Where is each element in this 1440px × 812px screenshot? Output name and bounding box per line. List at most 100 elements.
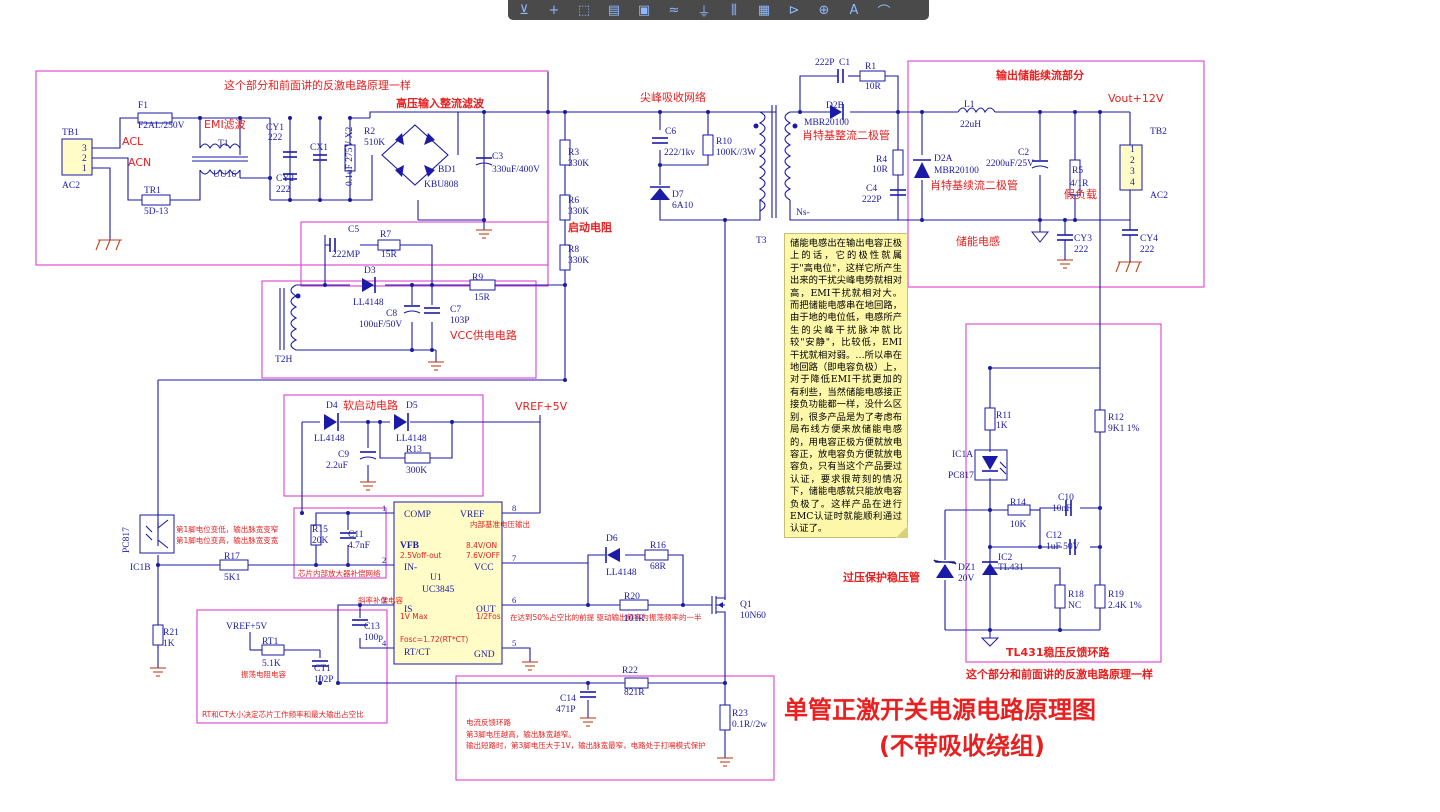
r9-resistor[interactable] [469, 279, 496, 291]
ic2-tl431[interactable] [982, 561, 998, 575]
bd1-bridge[interactable] [381, 124, 449, 186]
label-rt1: RT1 [262, 637, 279, 647]
label-n3: 3 [382, 595, 386, 605]
arc-icon[interactable]: ⌒ [877, 4, 891, 20]
r2-resistor[interactable] [344, 144, 356, 172]
r3-resistor[interactable] [559, 139, 571, 166]
r10-resistor[interactable] [702, 134, 714, 156]
bus-icon[interactable]: ⫼ [731, 2, 737, 18]
d6-diode[interactable] [605, 547, 620, 563]
label-p_vfb: VFB [400, 541, 420, 551]
uc3845-chip[interactable] [393, 501, 503, 665]
d2a-diode[interactable] [913, 159, 931, 178]
vcc-section-box [261, 280, 537, 379]
c2-capacitor[interactable] [1031, 160, 1049, 169]
net-icon[interactable]: ≈ [668, 2, 680, 18]
label-ic1b: IC1B [130, 563, 151, 573]
r20-resistor[interactable] [619, 599, 649, 611]
c12-capacitor[interactable] [1069, 539, 1076, 555]
cy4-capacitor[interactable] [1122, 229, 1138, 236]
chip-icon[interactable]: ▦ [757, 2, 771, 18]
r19-resistor[interactable] [1094, 584, 1106, 609]
c3-capacitor[interactable] [475, 157, 493, 166]
label-r21: R21 [163, 628, 179, 638]
cy3-capacitor[interactable] [1057, 234, 1073, 241]
r18-resistor[interactable] [1054, 584, 1066, 609]
r13-resistor[interactable] [404, 452, 431, 464]
r8-resistor[interactable] [559, 244, 571, 271]
r23-resistor[interactable] [719, 704, 731, 731]
label-cy2: CY2 [276, 174, 294, 184]
r1-resistor[interactable] [859, 70, 886, 82]
filter-icon[interactable]: ⊻ [519, 2, 529, 18]
ground-icon[interactable]: ⏚ [697, 4, 711, 20]
c13-capacitor[interactable] [352, 619, 368, 626]
label-u1: U1 [430, 573, 442, 583]
label-p_vcc: VCC [474, 563, 494, 573]
r7-resistor[interactable] [377, 239, 401, 251]
tr1-thermistor[interactable] [141, 194, 171, 206]
t1-choke[interactable] [192, 143, 248, 178]
d7-diode[interactable] [650, 186, 670, 200]
dz1-zener[interactable] [933, 559, 957, 578]
sticky-note[interactable]: 储能电感出在输出电容正极上的话，它的极性就属于"高电位"，这样它所产生出来的干扰… [784, 233, 908, 538]
power-icon[interactable]: ⊕ [818, 2, 830, 18]
label-c6v: 222/1kv [664, 148, 695, 158]
label-r11v: 1K [996, 421, 1008, 431]
r11-resistor[interactable] [984, 407, 996, 431]
r6-resistor[interactable] [559, 194, 571, 221]
rt1-resistor[interactable] [261, 644, 285, 656]
label-r22v: 821R [624, 688, 645, 698]
r5-resistor[interactable] [1069, 159, 1081, 196]
crosshair-icon[interactable]: + [548, 2, 560, 18]
r17-resistor[interactable] [219, 559, 249, 571]
c1-capacitor[interactable] [837, 69, 844, 83]
d5-diode[interactable] [394, 413, 409, 431]
label-r14v: 10K [1010, 520, 1027, 530]
c9-capacitor[interactable] [359, 451, 377, 460]
r21-resistor[interactable] [152, 624, 164, 646]
r4-resistor[interactable] [892, 149, 904, 176]
select-rect-icon[interactable]: ⬚ [577, 2, 591, 18]
t2h-winding[interactable] [279, 284, 301, 351]
tb1-connector[interactable] [61, 138, 93, 176]
c14-capacitor[interactable] [580, 691, 596, 698]
l1-inductor[interactable] [957, 107, 996, 114]
emi-capacitors[interactable] [283, 151, 327, 180]
c6-capacitor[interactable] [652, 137, 668, 144]
r14-resistor[interactable] [1007, 504, 1031, 516]
label-c13v: 100p [364, 633, 383, 643]
r15-resistor[interactable] [310, 524, 322, 546]
q1-mosfet[interactable] [711, 594, 726, 620]
r12-resistor[interactable] [1094, 409, 1106, 433]
ct1-capacitor[interactable] [312, 660, 328, 667]
c4-capacitor[interactable] [890, 189, 906, 196]
comp-note-2: 第1脚电位变高，输出脉宽变宽 [176, 535, 279, 545]
tb2-connector[interactable] [1119, 144, 1143, 191]
c11-capacitor[interactable] [340, 532, 356, 539]
port-icon[interactable]: ⊳ [788, 2, 800, 18]
label-bd1: BD1 [438, 165, 456, 175]
t3-transformer[interactable] [753, 105, 798, 218]
c5-capacitor[interactable] [329, 238, 336, 252]
align-icon[interactable]: ▤ [607, 2, 621, 18]
d4-diode[interactable] [324, 413, 339, 431]
ic1b-phototransistor[interactable] [139, 514, 175, 554]
ic1a-led[interactable] [974, 449, 1008, 481]
c10-capacitor[interactable] [1065, 500, 1072, 516]
schottky-rectifier-label: 肖特基整流二极管 [802, 128, 890, 142]
f1-fuse[interactable] [137, 112, 173, 124]
r22-resistor[interactable] [624, 677, 649, 689]
label-c7v: 103P [450, 316, 470, 326]
c8-capacitor[interactable] [403, 305, 421, 314]
r16-resistor[interactable] [644, 549, 669, 561]
label-vfb_th: 2.5Voff-out [400, 551, 441, 560]
c7-capacitor[interactable] [424, 307, 440, 314]
label-c5: C5 [348, 225, 359, 235]
component-icon[interactable]: ▣ [637, 2, 651, 18]
d3-diode[interactable] [362, 277, 376, 293]
text-icon[interactable]: A [849, 2, 859, 18]
d2b-diode[interactable] [830, 104, 844, 120]
label-r16: R16 [650, 541, 666, 551]
label-vout: Vout+12V [1108, 92, 1164, 105]
